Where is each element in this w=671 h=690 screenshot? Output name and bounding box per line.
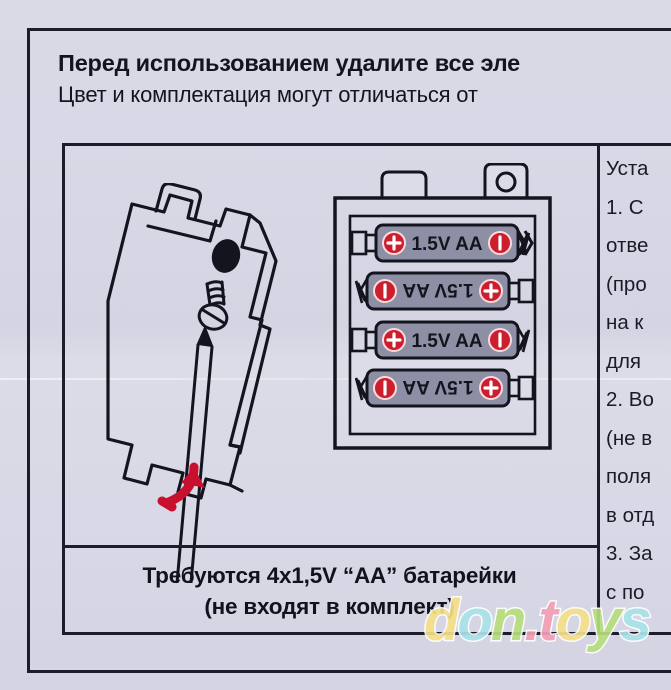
- instruction-line: Уста: [606, 157, 649, 180]
- battery-compartment-diagram: 1.5V AA 1.5V AA 1.5V AA: [333, 163, 552, 450]
- battery-slot-4: 1.5V AA: [354, 368, 535, 408]
- header-warning: Перед использованием удалите все эле Цве…: [58, 48, 671, 110]
- header-line-2: Цвет и комплектация могут отличаться от: [58, 82, 478, 107]
- header-line-1: Перед использованием удалите все эле: [58, 50, 521, 76]
- instruction-line: 2. Во: [606, 388, 654, 411]
- instruction-line: с по: [606, 580, 645, 604]
- instruction-line: в отд: [606, 503, 655, 527]
- screw-icon: [197, 280, 229, 331]
- outer-border: [27, 28, 671, 673]
- instruction-line: (про: [606, 272, 647, 296]
- battery-label: 1.5V AA: [402, 279, 473, 300]
- instruction-line: поля: [606, 465, 652, 488]
- instruction-line: для: [606, 349, 642, 373]
- battery-label: 1.5V AA: [411, 331, 482, 352]
- illustration-panel: 1.5V AA 1.5V AA 1.5V AA: [62, 143, 597, 635]
- instruction-line: (не в: [606, 426, 653, 450]
- instruction-line: на к: [606, 311, 644, 334]
- battery-requirement-box: Требуются 4x1,5V “AA” батарейки (не вход…: [62, 545, 597, 635]
- instruction-line: отве: [606, 234, 649, 257]
- instructions-column: Уста 1. С отве (про на к для 2. Во (не в…: [606, 150, 671, 636]
- content-frame: [62, 143, 671, 635]
- battery-slot-2: 1.5V AA: [354, 271, 535, 311]
- requirement-line-1: Требуются 4x1,5V “AA” батарейки: [142, 563, 517, 588]
- battery-slot-3: 1.5V AA: [350, 320, 531, 360]
- panel-divider: [597, 143, 600, 635]
- instruction-line: 1. С: [606, 195, 644, 219]
- battery-label: 1.5V AA: [402, 376, 473, 397]
- instruction-line: 3. За: [606, 542, 653, 565]
- battery-slot-1: 1.5V AA: [350, 223, 534, 263]
- cover-screwdriver-diagram: [106, 183, 278, 583]
- battery-label: 1.5V AA: [411, 234, 482, 255]
- requirement-line-2: (не входят в комплект): [204, 594, 455, 619]
- rotation-arrow-icon: [157, 462, 205, 512]
